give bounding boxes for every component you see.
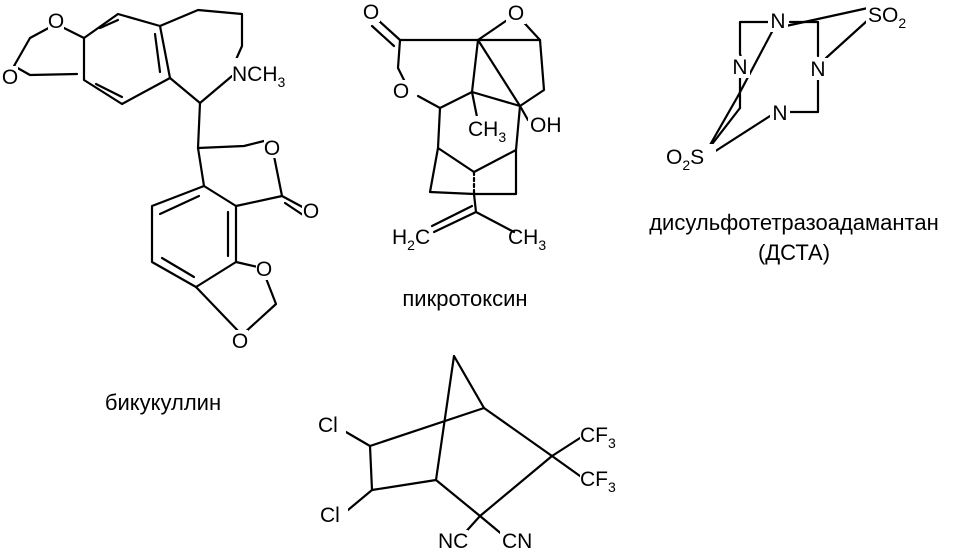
atom-label-o: O bbox=[508, 2, 524, 25]
atom-label-so: SO bbox=[868, 4, 898, 27]
atom-label-cl: Cl bbox=[318, 414, 338, 437]
atom-label-n: N bbox=[810, 58, 825, 81]
atom-label-ch: CH bbox=[468, 118, 498, 141]
caption-bicuculline: бикукуллин bbox=[105, 390, 221, 415]
atom-label-nch3: NCH3 bbox=[232, 63, 286, 90]
atom-label-ch3: CH3 bbox=[468, 118, 506, 145]
caption-tetramine-abbr: (ДСТА) bbox=[758, 240, 830, 265]
atom-label-ch: CH bbox=[508, 226, 538, 249]
subscript-3: 3 bbox=[608, 435, 616, 451]
norbornene-structure: Cl Cl CF3 CF3 NC CN bbox=[316, 354, 622, 553]
atom-label-cl: Cl bbox=[320, 504, 340, 527]
atom-label-so2: SO2 bbox=[868, 4, 906, 31]
subscript-3: 3 bbox=[278, 74, 286, 90]
atom-label-h: H bbox=[392, 226, 407, 249]
atom-label-o: O bbox=[2, 66, 18, 89]
atom-label-o: O bbox=[303, 200, 319, 223]
atom-label-c: C bbox=[415, 226, 430, 249]
atom-label-o: O bbox=[232, 330, 248, 353]
subscript-2: 2 bbox=[898, 15, 906, 31]
atom-label-o2s: O2S bbox=[666, 146, 704, 173]
subscript-3: 3 bbox=[498, 129, 506, 145]
atom-label-nc: NC bbox=[438, 530, 468, 551]
atom-label-cf: CF bbox=[580, 468, 608, 491]
atom-label-n: N bbox=[770, 10, 785, 33]
atom-label-h2c: H2C bbox=[392, 226, 430, 253]
atom-label-o: O bbox=[393, 80, 409, 103]
atom-label-cf: CF bbox=[580, 424, 608, 447]
tetramine-structure: N N N N SO2 O2S bbox=[666, 2, 916, 173]
subscript-3: 3 bbox=[608, 479, 616, 495]
atom-label-cf3: CF3 bbox=[580, 468, 616, 495]
atom-label-o: O bbox=[363, 1, 379, 24]
atom-label-o: O bbox=[666, 146, 682, 169]
subscript-2: 2 bbox=[407, 237, 415, 253]
subscript-2: 2 bbox=[682, 157, 690, 173]
atom-label-cf3: CF3 bbox=[580, 424, 616, 451]
atom-label-s: S bbox=[690, 146, 704, 169]
picrotoxin-structure: O O O CH3 OH H2C CH3 bbox=[362, 0, 572, 253]
atom-label-n: N bbox=[772, 102, 787, 125]
caption-picrotoxin: пикротоксин bbox=[402, 286, 527, 311]
caption-tetramine: дисульфотетразоадамантан bbox=[649, 210, 939, 235]
bicuculline-structure: O O NCH3 O O O O bbox=[2, 8, 320, 353]
atom-label-ch3: CH3 bbox=[508, 226, 546, 253]
atom-label-nch: NCH bbox=[232, 63, 278, 86]
atom-label-o: O bbox=[256, 258, 272, 281]
atom-label-n: N bbox=[732, 56, 747, 79]
atom-label-oh: OH bbox=[530, 114, 562, 137]
atom-label-cn: CN bbox=[502, 530, 532, 551]
atom-label-o: O bbox=[48, 10, 64, 33]
subscript-3: 3 bbox=[538, 237, 546, 253]
atom-label-o: O bbox=[264, 137, 280, 160]
